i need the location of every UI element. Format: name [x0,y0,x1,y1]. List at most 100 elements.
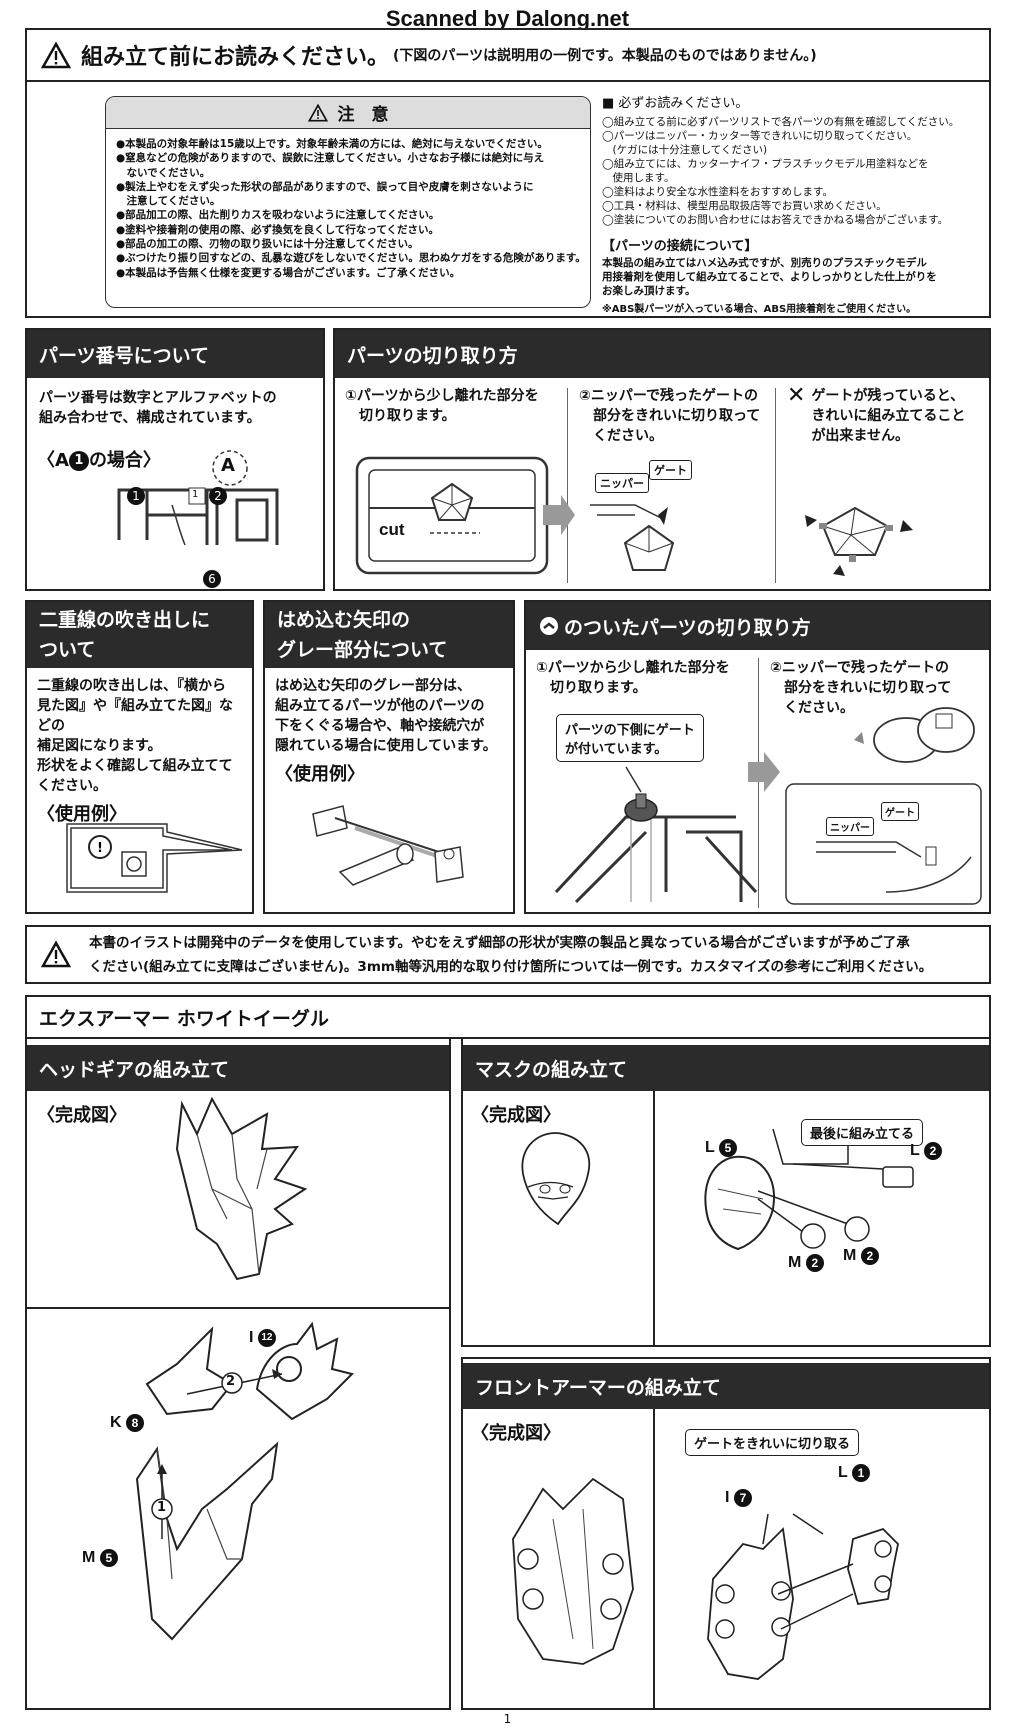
text-line: 用接着剤を使用して組み立てることで、よりしっかりとした仕上がりを [602,271,937,283]
cutting-section: パーツの切り取り方 ①パーツから少し離れた部分を 切り取ります。 [333,328,991,591]
callout-line: が付いています。 [565,742,668,757]
text-line: ◯工具・材料は、模型用品取扱店等でお買い求めください。 [602,200,887,212]
caution-box: 注 意 ●本製品の対象年齢は15歳以上です。対象年齢未満の方には、絶対に与えない… [105,96,591,308]
cut-label: cut [379,520,405,539]
product-title: エクスアーマー ホワイトイーグル [39,1007,329,1030]
nipper-tag: ニッパー [595,473,649,493]
mask-section: マスクの組み立て 〈完成図〉 最後に組み立てる L 5 L 2 M 2 M 2 [461,1039,991,1347]
abs-note: ※ABS製パーツが入っている場合、ABS用接着剤をご使用ください。 [602,304,917,315]
text-line: 切り取ります。 [536,680,647,696]
text-line: ●窒息などの危険がありますので、誤飲に注意してください。小さなお子様には絶対に与… [116,152,545,165]
assembly-title-bar: エクスアーマー ホワイトイーグル [25,995,991,1039]
text-line: 組み合わせで、構成されています。 [39,410,261,426]
text-line: ください。 [37,778,107,794]
gate-tag: ゲート [649,460,692,480]
headgear-exploded-illustration [135,1321,354,1641]
text-line: ゲートが残っていると、 [811,388,965,404]
gray-arrow-text: はめ込む矢印のグレー部分は、 組み立てるパーツが他のパーツの 下をくぐる場合や、… [265,668,513,786]
text-line: ①パーツから少し離れた部分を [536,660,730,676]
front-armor-illustration [512,1477,899,1680]
part-label-m2-right: M 2 [843,1247,879,1265]
text-line: ●本製品は予告無く仕様を変更する場合がございます。ご了承ください。 [116,266,461,279]
text-line: ないでください。 [116,166,211,179]
divider [653,1409,655,1709]
example-number: 1 [68,451,89,471]
caution-list: ●本製品の対象年齢は15歳以上です。対象年齢未満の方には、絶対に与えないでくださ… [106,129,590,280]
ng-note: ✕ ゲートが残っていると、 きれいに組み立てること が出来ません。 [787,383,965,446]
warning-icon [307,103,328,121]
text-line: 使用します。 [602,172,675,184]
clean-gate-callout: ゲートをきれいに切り取る [685,1429,860,1456]
part-label-l1: L 1 [838,1464,870,1482]
part-label-2: 2 [209,487,227,505]
gate-tag: ゲート [881,802,919,821]
part-label-k8: K 8 [110,1414,145,1432]
mask-header: マスクの組み立て [463,1045,989,1091]
text-line: 注意してください。 [116,195,221,208]
text-line: ●本製品の対象年齢は15歳以上です。対象年齢未満の方には、絶対に与えないでくださ… [116,138,548,150]
marked-step-1: ①パーツから少し離れた部分を 切り取ります。 [536,658,730,698]
must-read-title: ■ 必ずお読みください。 [602,96,749,111]
marked-parts-header: のついたパーツの切り取り方 [526,602,989,650]
headgear-complete-illustration [175,1096,308,1281]
part-label-i7: I 7 [725,1489,752,1507]
ng-icon: ✕ [787,383,806,408]
text-line: ください。 [579,428,663,444]
part-number-header: パーツ番号について [27,330,323,378]
text-line: ●部品の加工の際、刃物の取り扱いには十分注意してください。 [116,238,419,251]
text-line: 隠れている場合に使用しています。 [275,738,497,754]
header-line: ついて [39,639,96,661]
page-number: 1 [503,1712,512,1726]
text-line: ◯塗料はより安全な水性塗料をおすすめします。 [602,186,833,198]
caution-header: 注 意 [106,97,590,129]
text-line: ◯塗装についてのお問い合わせにはお答えできかねる場合がございます。 [602,214,949,226]
part-label-l5: L 5 [705,1139,737,1157]
headgear-section: ヘッドギアの組み立て 〈完成図〉 2 1 I 12 K 8 M 5 [25,1039,451,1710]
joint-text: 本製品の組み立てはハメ込み式ですが、別売りのプラスチックモデル用接着剤を使用して… [602,256,987,298]
front-armor-header: フロントアーマーの組み立て [463,1363,989,1409]
text-line: ●部品加工の際、出た削りカスを吸わないように注意してください。 [116,209,440,222]
step-number-2: 2 [226,1374,236,1389]
text-line: ②ニッパーで残ったゲートの [770,660,950,676]
example-prefix: 〈A [37,450,69,471]
gate-callout: パーツの下側にゲート が付いています。 [556,714,704,762]
complete-caption: 〈完成図〉 [37,1105,127,1126]
assembly-area: エクスアーマー ホワイトイーグル ヘッドギアの組み立て 〈完成図〉 2 1 I … [25,995,991,1710]
header-line: はめ込む矢印の [277,609,411,631]
marked-parts-title: のついたパーツの切り取り方 [564,616,811,639]
part-label-i12: I 12 [249,1329,276,1347]
divider [775,388,776,583]
part-label-6: 6 [203,570,221,588]
must-read-list: ◯組み立てる前に必ずパーツリストで各パーツの有無を確認してください。◯パーツはニ… [602,115,987,227]
text-line: お楽しみ頂けます。 [602,285,696,297]
text-line: ①パーツから少し離れた部分を [345,388,539,404]
part-label-1: 1 [127,487,145,505]
text-line: が出来ません。 [811,428,910,444]
part-number-text: パーツ番号は数字とアルファベットの 組み合わせで、構成されています。 [27,378,323,428]
must-read: ■ 必ずお読みください。 ◯組み立てる前に必ずパーツリストで各パーツの有無を確認… [602,92,987,315]
watermark: Scanned by Dalong.net [385,6,630,31]
double-callout-illustration: ! [66,823,243,893]
text-line: 部分をきれいに切り取って [770,680,952,696]
text-line: パーツ番号は数字とアルファベットの [39,390,277,406]
notice-subtitle: (下図のパーツは説明用の一例です。本製品のものではありません。) [393,48,817,64]
gray-arrow-header: はめ込む矢印の グレー部分について [265,602,513,668]
last-assemble-callout: 最後に組み立てる [801,1119,924,1146]
part-label-l2: L 2 [910,1142,942,1160]
double-line-section: 二重線の吹き出しに ついて 二重線の吹き出しは、『横から 見た図』や『組み立てた… [25,600,254,914]
cutting-header: パーツの切り取り方 [335,330,989,378]
divider [653,1091,655,1345]
complete-caption: 〈完成図〉 [471,1105,561,1126]
part-number-section: パーツ番号について パーツ番号は数字とアルファベットの 組み合わせで、構成されて… [25,328,325,591]
marked-runner-illustration [554,707,982,905]
text-line: 見た図』や『組み立てた図』などの [37,698,233,734]
gray-arrow-illustration [312,805,464,886]
divider [567,388,568,583]
part-label-m2-left: M 2 [788,1254,824,1272]
notice-line: 本書のイラストは開発中のデータを使用しています。やむをえず細部の形状が実際の製品… [89,934,910,951]
header-line: グレー部分について [277,639,448,661]
nipper-tag: ニッパー [826,817,874,836]
notice-title: 組み立て前にお読みください。 [81,45,390,70]
mask-illustration [521,1128,914,1251]
